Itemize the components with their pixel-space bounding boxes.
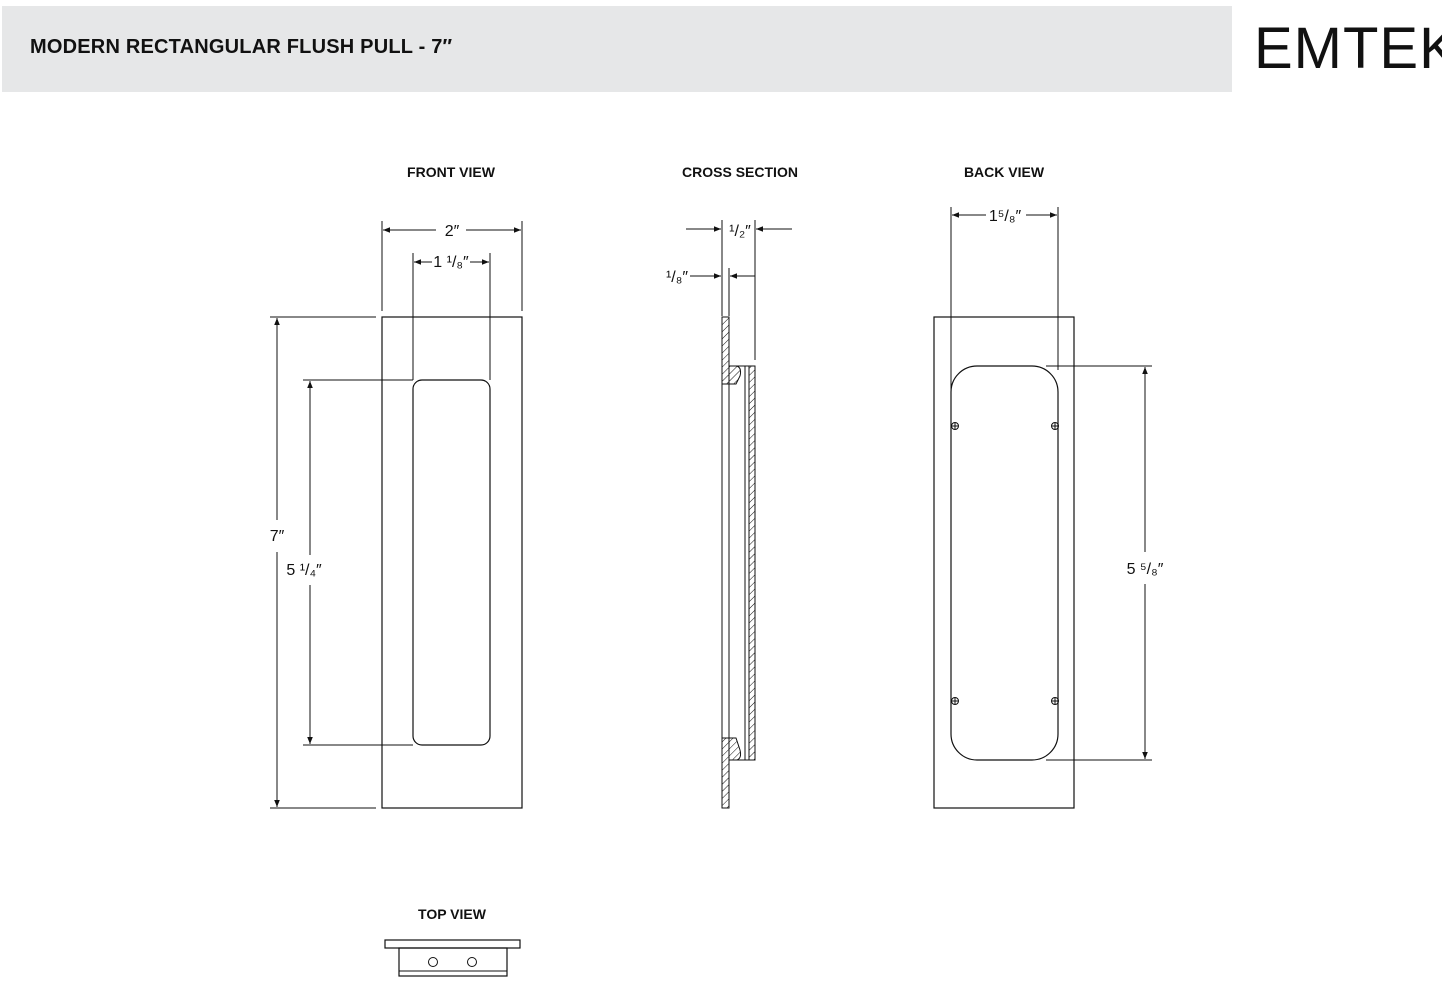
back-cup [950,365,1059,761]
cross-section-label: CROSS SECTION [682,164,798,180]
cross-cup-back [748,365,756,761]
front-outer-plate [381,316,523,809]
cross-inner-wall [721,383,730,739]
top-plate [384,939,521,949]
cross-bottom-flange [721,737,730,809]
dim-cross-depth: ¹/₂″ [729,223,751,240]
top-view-label: TOP VIEW [418,906,486,922]
dim-front-inner-height: 5 ¹/₄″ [286,562,322,579]
top-cup [398,947,508,977]
cross-top-flange [721,316,730,385]
page-title: MODERN RECTANGULAR FLUSH PULL - 7″ [30,36,453,58]
front-view-label: FRONT VIEW [407,164,495,180]
back-outer-plate [933,316,1075,809]
dim-cross-plate: ¹/₈″ [666,269,688,286]
front-view [270,221,523,809]
dim-back-width: 1⁵/₈″ [989,208,1022,225]
dim-front-height: 7″ [270,528,285,545]
top-screw-hole [467,957,477,967]
top-screw-hole [428,957,438,967]
dim-front-width: 2″ [445,223,460,240]
front-recess [412,379,491,746]
top-view [384,939,521,977]
back-view [933,207,1152,809]
back-view-label: BACK VIEW [963,164,1045,180]
screw-holes [951,422,1059,705]
brand-logo: EMTEK [1254,16,1442,81]
cross-section-view [686,220,792,809]
dim-back-height: 5 ⁵/₈″ [1127,561,1164,578]
dim-front-inner-width: 1 ¹/₈″ [433,254,469,271]
title-bar [2,6,1232,92]
